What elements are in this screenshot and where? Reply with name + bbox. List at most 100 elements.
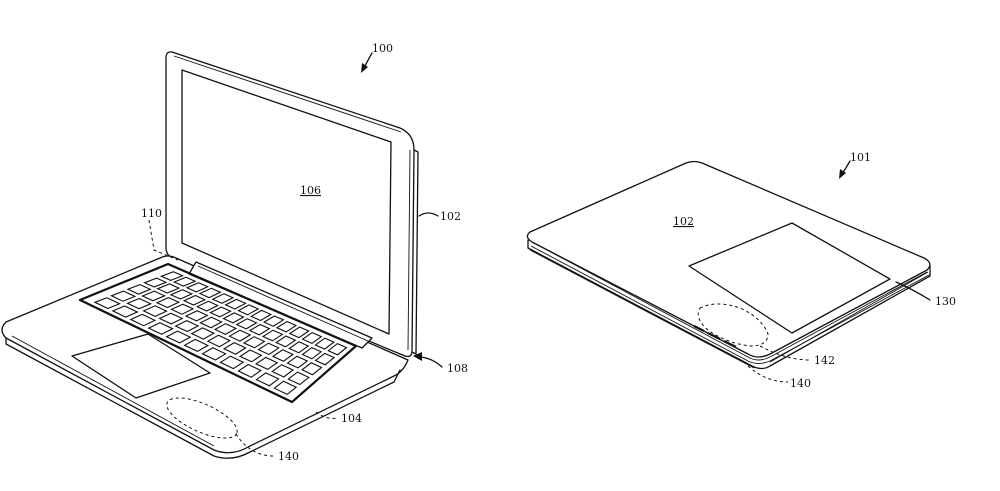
keyboard-key	[185, 282, 210, 293]
leader-140-right	[747, 365, 789, 383]
laptop-keyboard	[78, 262, 358, 404]
keyboard-key	[314, 337, 335, 350]
closed-trackpad-region	[688, 222, 891, 334]
keyboard-key	[228, 329, 252, 342]
keyboard-key	[170, 303, 195, 315]
reference-arrow-icon	[839, 160, 851, 179]
keyboard-key	[271, 364, 295, 378]
keyboard-key	[287, 371, 310, 386]
label-110: 110	[141, 207, 162, 220]
keyboard-key	[237, 304, 260, 316]
keyboard-key	[222, 341, 247, 355]
laptop-hinge	[188, 261, 373, 349]
keyboard-key	[257, 342, 280, 356]
leader-142	[759, 345, 811, 361]
keyboard-key	[174, 319, 200, 333]
keyboard-key	[165, 330, 192, 344]
keyboard-key	[209, 306, 232, 318]
keyboard-key	[142, 305, 168, 318]
laptop-trackpad	[71, 333, 211, 399]
keyboard-key	[219, 355, 245, 370]
keyboard-key	[184, 310, 209, 322]
keyboard-key	[129, 313, 157, 327]
closed-top	[526, 160, 931, 358]
keyboard-key	[262, 315, 285, 327]
keyboard-key	[199, 316, 223, 329]
keyboard-key	[249, 309, 273, 322]
leader-104	[315, 411, 339, 419]
keyboard-key	[126, 297, 153, 310]
label-106: 106	[300, 184, 321, 197]
keyboard-key	[109, 290, 137, 302]
keyboard-key	[211, 293, 235, 304]
keyboard-key	[271, 349, 294, 362]
keyboard-key	[158, 312, 184, 325]
keyboard-key	[275, 320, 298, 333]
label-130: 130	[935, 295, 956, 308]
keyboard-key	[169, 289, 194, 300]
keyboard-key	[238, 349, 263, 363]
keyboard-key	[286, 355, 309, 369]
keyboard-keys	[93, 271, 348, 396]
keyboard-key	[195, 300, 219, 312]
keyboard-key	[201, 347, 227, 361]
keyboard-key	[172, 276, 197, 287]
keyboard-key	[147, 322, 174, 335]
keyboard-key	[126, 284, 152, 295]
closed-side-ports	[693, 325, 737, 348]
keyboard-key	[159, 271, 184, 281]
keyboard-key	[261, 329, 284, 342]
keyboard-key	[182, 294, 207, 306]
keyboard-key	[222, 312, 245, 324]
keyboard-key	[190, 327, 216, 340]
keyboard-key	[206, 334, 231, 348]
keyboard-key	[141, 290, 166, 302]
zone-142	[697, 303, 769, 347]
keyboard-key	[198, 287, 222, 299]
label-140-right: 140	[790, 377, 811, 390]
label-102-left: 102	[440, 210, 461, 223]
label-101: 101	[850, 151, 871, 164]
keyboard-key	[248, 323, 271, 336]
keyboard-key	[301, 362, 323, 376]
keyboard-key	[111, 305, 139, 318]
keyboard-key	[254, 356, 279, 371]
label-142: 142	[814, 354, 835, 367]
leader-140-left	[235, 433, 275, 457]
keyboard-key	[156, 283, 181, 294]
label-140-left: 140	[278, 450, 299, 463]
keyboard-key	[314, 352, 336, 366]
laptop-display: 106	[181, 69, 392, 335]
keyboard-key	[224, 298, 247, 310]
open-laptop: 106	[1, 42, 468, 463]
keyboard-key	[288, 326, 310, 339]
keyboard-key	[143, 277, 168, 288]
leader-102-left	[418, 212, 439, 217]
keyboard-key	[255, 372, 280, 387]
keyboard-key	[288, 341, 310, 354]
keyboard-key	[275, 335, 297, 348]
leader-130	[895, 281, 931, 301]
keyboard-key	[327, 342, 348, 356]
keyboard-key	[301, 346, 323, 360]
reference-arrow-icon	[413, 352, 443, 368]
zone-140-left	[166, 397, 238, 439]
reference-arrow-icon	[361, 52, 373, 73]
label-108: 108	[447, 362, 468, 375]
keyboard-key	[237, 363, 262, 378]
label-100: 100	[372, 42, 393, 55]
keyboard-key	[155, 296, 181, 309]
keyboard-key	[183, 338, 210, 353]
label-102-right: 102	[673, 215, 694, 228]
leader-110	[148, 219, 179, 261]
keyboard-key	[242, 336, 266, 349]
keyboard-key	[273, 380, 298, 396]
closed-laptop: 102 101 130 142 140	[526, 151, 956, 390]
keyboard-key	[93, 297, 121, 310]
keyboard-key	[301, 331, 323, 345]
label-104: 104	[341, 412, 362, 425]
keyboard-key	[235, 318, 258, 330]
keyboard-key	[213, 323, 238, 336]
